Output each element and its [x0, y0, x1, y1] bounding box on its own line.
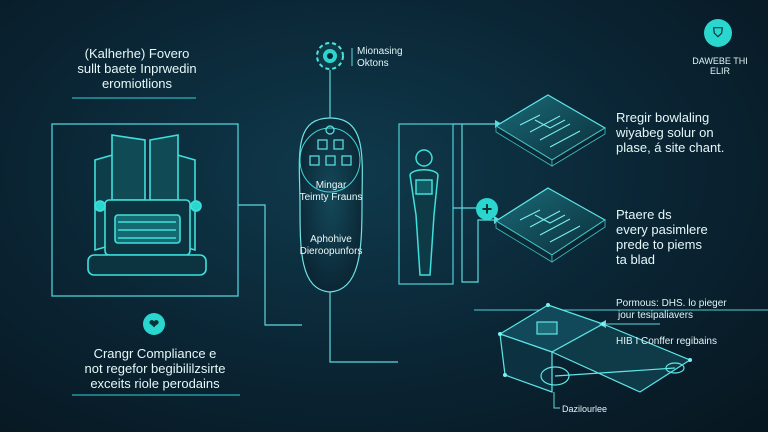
top-right-text: DAWEBE THI ELIR	[680, 56, 760, 76]
top-left-line: (Kalherhe) Fovero	[84, 46, 190, 61]
right-top-line: Rregir bowlaling	[616, 110, 710, 125]
center-node-top-ring	[299, 127, 361, 193]
gear-icon	[316, 42, 344, 70]
bottom-caption: Dazilourlee	[562, 404, 642, 414]
right-mid-line: Ptaere ds	[616, 207, 672, 222]
connector-center-bottom	[329, 290, 398, 363]
shield-icon: ⛉	[704, 19, 732, 47]
right-bottom-line: Pormous: DHS. lo pieger	[616, 298, 727, 309]
center-node-bottom-text: Aphohive Dieroopunfors	[290, 234, 372, 258]
plus-icon: +	[476, 198, 498, 220]
connector-caption	[553, 392, 560, 409]
right-bottom-text-2: HIB I Conffer regibains	[616, 336, 766, 348]
top-left-text: (Kalherhe) Fovero sullt baete Inprwedin …	[62, 46, 212, 91]
right-mid-line: prede to piems	[616, 237, 702, 252]
right-bottom-line: HIB I Conffer regibains	[616, 336, 717, 347]
center-node-line: Aphohive	[310, 234, 352, 245]
bottom-left-line: exceits riole perodains	[90, 376, 220, 391]
right-top-line: wiyabeg solur on	[616, 125, 714, 140]
chip-board-icon	[494, 94, 607, 167]
heart-icon: ❤	[143, 313, 165, 335]
connector-machine-center	[238, 204, 302, 326]
top-center-line: Oktons	[357, 58, 389, 69]
chip-board-icon	[494, 187, 607, 263]
person-icon	[409, 149, 439, 276]
machine-frame	[51, 123, 239, 297]
top-right-line: DAWEBE THI	[692, 56, 748, 66]
center-node	[298, 117, 363, 293]
center-node-line: Mingar	[315, 180, 347, 191]
bottom-left-line: Crangr Compliance e	[93, 346, 217, 361]
bottom-caption-text: Dazilourlee	[562, 404, 608, 414]
center-node-line: Teimty Frauns	[299, 192, 363, 203]
node-dots	[498, 303, 692, 377]
right-mid-line: every pasimlere	[616, 222, 708, 237]
right-mid-line: ta blad	[616, 252, 656, 267]
bottom-left-line: not regefor begibililzsirte	[84, 361, 226, 376]
right-top-line: plase, á site chant.	[616, 140, 725, 155]
person-frame	[398, 123, 454, 285]
top-center-line: Mionasing	[357, 46, 403, 57]
connector-board-2	[461, 124, 494, 283]
top-left-line: sullt baete Inprwedin	[77, 61, 197, 76]
laptop-icon	[498, 304, 692, 393]
top-left-line: eromiotlions	[101, 76, 173, 91]
center-node-top-text: Mingar Teimty Frauns	[298, 180, 364, 204]
top-center-text: Mionasing Oktons	[357, 46, 437, 70]
right-bottom-line: jour tesipaliavers	[618, 310, 694, 321]
top-right-line: ELIR	[709, 66, 730, 76]
center-node-line: Dieroopunfors	[299, 246, 363, 257]
center-icons	[309, 125, 352, 166]
machine-icon	[87, 134, 207, 276]
right-mid-text: Ptaere ds every pasimlere prede to piems…	[616, 207, 764, 267]
right-bottom-text: Pormous: DHS. lo pieger jour tesipaliave…	[616, 298, 766, 322]
bottom-left-text: Crangr Compliance e not regefor begibili…	[60, 346, 250, 391]
right-top-text: Rregir bowlaling wiyabeg solur on plase,…	[616, 110, 764, 155]
